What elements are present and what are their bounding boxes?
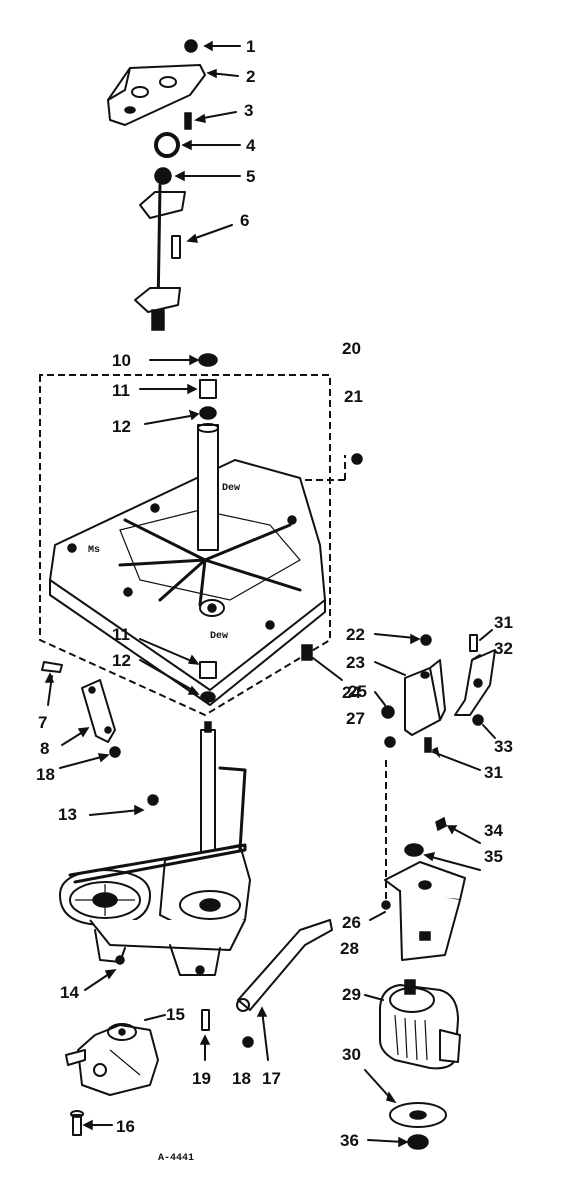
callout-36: 36	[340, 1131, 359, 1150]
callout-11-bottom: 11	[112, 625, 130, 644]
part-18-nut-left	[59, 746, 121, 769]
part-12-seal-bottom	[139, 659, 216, 703]
callout-11-top: 11	[112, 381, 130, 400]
part-17-link-arm	[236, 919, 333, 1061]
part-18-nut-bottom	[242, 1036, 254, 1048]
part-33-nut	[472, 714, 496, 739]
svg-text:Ms: Ms	[88, 545, 100, 556]
callout-18-left: 18	[36, 765, 55, 784]
callout-7: 7	[38, 713, 47, 732]
part-7-screw	[41, 661, 63, 706]
callout-15: 15	[166, 1005, 185, 1024]
callout-3: 3	[244, 101, 253, 120]
callout-14: 14	[60, 983, 79, 1002]
part-2-bracket	[107, 64, 239, 126]
part-12-seal-top	[144, 406, 217, 425]
callout-17: 17	[262, 1069, 281, 1088]
callout-32: 32	[494, 639, 513, 658]
callout-4: 4	[246, 136, 256, 155]
callout-31-bottom: 31	[484, 763, 503, 782]
part-1-nut	[184, 39, 241, 53]
callout-13: 13	[58, 805, 77, 824]
part-5-link-assembly	[134, 167, 241, 331]
callout-18-bottom: 18	[232, 1069, 251, 1088]
callout-31-top: 31	[494, 613, 513, 632]
part-36-washer	[367, 1134, 429, 1150]
callout-19: 19	[192, 1069, 211, 1088]
callout-30: 30	[342, 1045, 361, 1064]
callout-20: 20	[342, 339, 361, 358]
part-15-pump	[65, 1014, 166, 1096]
part-11-bushing-top	[139, 379, 217, 399]
base-plate: Dew Dew Ms	[49, 423, 326, 706]
callout-16: 16	[116, 1117, 135, 1136]
callout-1: 1	[246, 37, 255, 56]
part-10-washer	[149, 353, 218, 367]
part-25-washer	[374, 691, 395, 719]
part-16-screw	[70, 1110, 113, 1136]
part-26-pin	[369, 900, 391, 921]
part-11-bushing-bottom	[139, 638, 217, 679]
part-24-bolt	[301, 644, 343, 681]
callout-12-top: 12	[112, 417, 131, 436]
part-14-transmission	[59, 721, 251, 991]
callout-5: 5	[246, 167, 255, 186]
callout-24-visible: 24	[342, 683, 361, 702]
callout-27: 27	[346, 709, 365, 728]
part-8-cam-bracket	[61, 679, 116, 746]
part-32-bracket	[454, 649, 496, 716]
part-13-nut	[89, 794, 159, 816]
callout-33: 33	[494, 737, 513, 756]
callout-21: 21	[344, 387, 363, 406]
part-21-nut	[351, 453, 363, 465]
callout-22: 22	[346, 625, 365, 644]
svg-text:Dew: Dew	[210, 631, 228, 642]
part-29-motor	[364, 979, 461, 1070]
callout-23: 23	[346, 653, 365, 672]
callout-35: 35	[484, 847, 503, 866]
callout-29: 29	[342, 985, 361, 1004]
part-19-screw	[199, 1009, 211, 1061]
part-34-bolt	[435, 816, 481, 844]
callout-8: 8	[40, 739, 49, 758]
part-4-ring	[154, 132, 241, 158]
svg-text:Dew: Dew	[222, 483, 240, 494]
part-20-base-outline	[39, 374, 346, 717]
part-22-nut	[374, 633, 432, 646]
part-23-bracket	[374, 659, 446, 736]
part-35-washer	[404, 843, 481, 871]
part-30-pulley-disc	[364, 1069, 447, 1128]
callout-26: 26	[342, 913, 361, 932]
callout-34: 34	[484, 821, 503, 840]
callout-10: 10	[112, 351, 131, 370]
callout-labels: 1 2 3 4 5 6 10 11 12 20 21 11 12 7 8 18 …	[36, 37, 513, 1164]
part-27-nut	[384, 736, 396, 748]
part-31-screw-top	[469, 629, 493, 652]
part-3-screw	[184, 111, 237, 130]
callout-6: 6	[240, 211, 249, 230]
part-6-bolt	[171, 224, 233, 259]
callout-28: 28	[340, 939, 359, 958]
part-31-screw-bottom	[424, 737, 481, 771]
callout-12-bottom: 12	[112, 651, 131, 670]
callout-2: 2	[246, 67, 255, 86]
part-28-motor-mount	[384, 861, 466, 961]
callout-25: 25	[348, 682, 367, 701]
drawing-code: A-4441	[158, 1153, 194, 1164]
